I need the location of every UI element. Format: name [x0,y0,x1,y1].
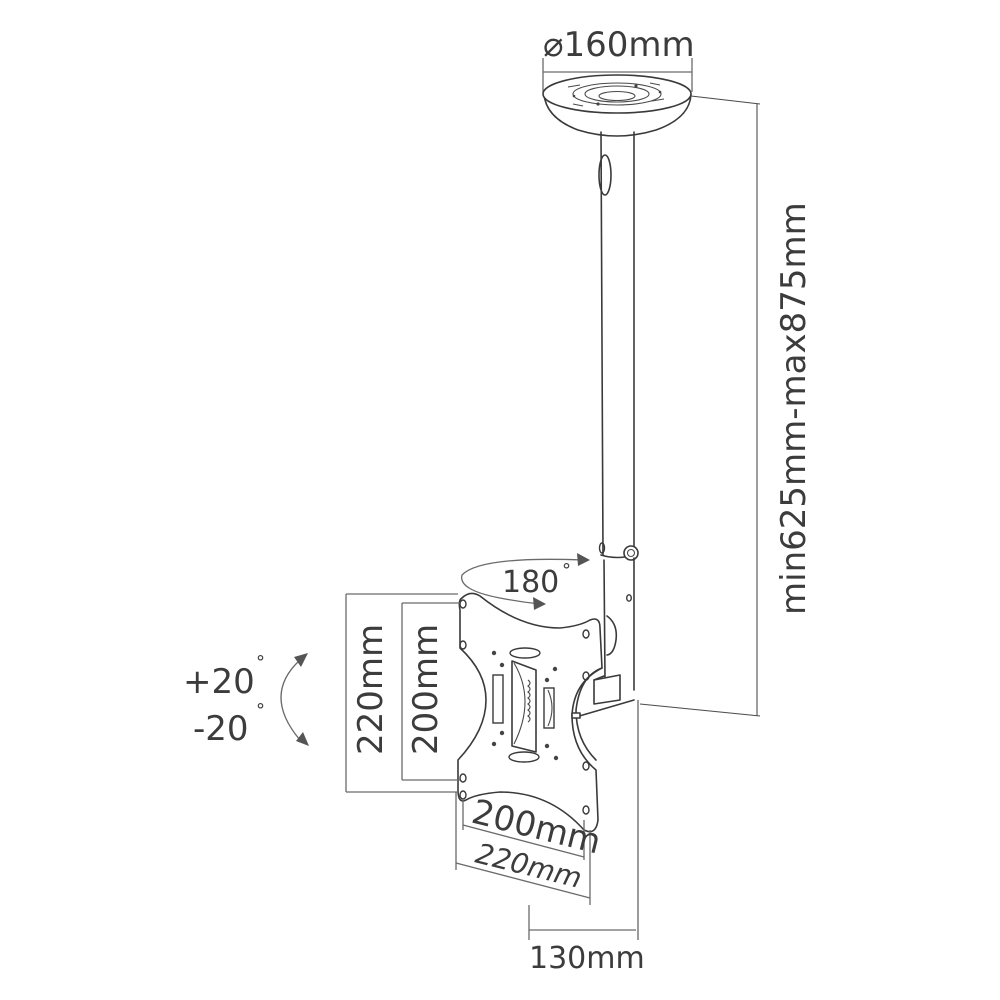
tilt-minus-label: -20 [193,709,249,749]
height-range-label: min625mm-max875mm [774,202,814,615]
telescopic-pole [593,131,639,940]
swivel-indicator: 180 ° [461,553,590,610]
ceiling-plate [542,74,692,137]
swivel-label: 180 [502,565,559,600]
tilt-indicator: +20 ° -20 ° [183,652,309,749]
tilt-minus-degree: ° [256,700,265,721]
tilt-plus-degree: ° [256,652,265,673]
height-range-dimension: min625mm-max875mm [639,95,814,717]
base-diameter-dimension: ⌀160mm [542,25,695,92]
swivel-degree: ° [562,560,571,581]
depth-label: 130mm [529,941,645,976]
tilt-plus-label: +20 [183,662,255,702]
depth-dimension: 130mm [528,905,645,976]
vesa-inner-height-label: 200mm [406,624,446,755]
vesa-plate [457,592,635,833]
vesa-vertical-dimensions: 220mm 200mm [345,593,460,793]
base-diameter-label: ⌀160mm [543,25,695,65]
vesa-outer-height-label: 220mm [351,624,391,755]
